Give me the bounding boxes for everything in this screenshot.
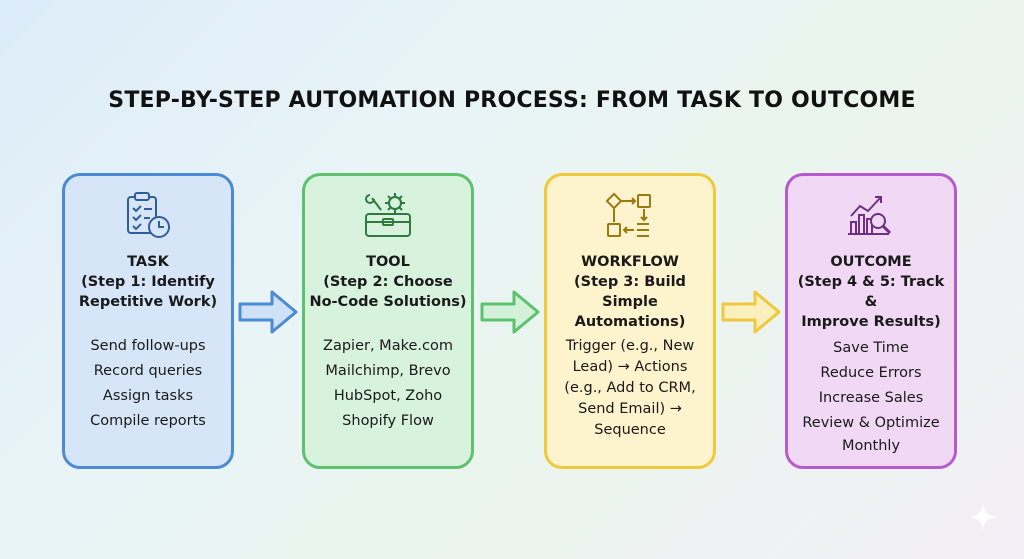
list-item: HubSpot, Zoho	[333, 388, 443, 404]
chart-magnifier-icon	[788, 190, 954, 242]
list-item: Shopify Flow	[342, 413, 434, 429]
step-heading: TASK (Step 1: Identify Repetitive Work)	[69, 252, 227, 312]
list-item: Save Time	[833, 340, 909, 356]
toolbox-gears-icon	[305, 190, 471, 242]
step-card-outcome: OUTCOME (Step 4 & 5: Track & Improve Res…	[785, 173, 957, 469]
step-heading: TOOL (Step 2: Choose No-Code Solutions)	[309, 252, 467, 312]
list-item: Record queries	[93, 363, 203, 379]
list-item: Lead) → Actions	[572, 359, 688, 375]
list-item: Mailchimp, Brevo	[325, 363, 451, 379]
workflow-diagram-icon	[547, 190, 713, 242]
arrow-right-icon	[238, 290, 298, 334]
step-item-list: Zapier, Make.com Mailchimp, Brevo HubSpo…	[309, 334, 467, 434]
list-item: Send follow-ups	[90, 338, 206, 354]
step-name: TASK	[127, 254, 169, 270]
page-title: STEP-BY-STEP AUTOMATION PROCESS: FROM TA…	[108, 88, 916, 113]
list-item: (e.g., Add to CRM,	[564, 380, 696, 396]
step-card-workflow: WORKFLOW (Step 3: Build Simple Automatio…	[544, 173, 716, 469]
step-item-list: Send follow-ups Record queries Assign ta…	[69, 334, 227, 434]
arrow-right-icon	[721, 290, 781, 334]
list-item: Trigger (e.g., New	[565, 338, 695, 354]
list-item: Send Email) →	[578, 401, 682, 417]
list-item: Monthly	[841, 438, 901, 454]
list-item: Compile reports	[90, 413, 206, 429]
step-heading: WORKFLOW (Step 3: Build Simple Automatio…	[551, 252, 709, 332]
list-item: Increase Sales	[818, 390, 924, 406]
step-subtitle: Repetitive Work)	[78, 294, 218, 310]
step-item-list: Save Time Reduce Errors Increase Sales R…	[792, 336, 950, 457]
step-subtitle: (Step 2: Choose	[323, 274, 453, 290]
list-item: Zapier, Make.com	[323, 338, 453, 354]
step-name: TOOL	[366, 254, 410, 270]
step-subtitle: (Step 1: Identify	[81, 274, 215, 290]
list-item: Assign tasks	[102, 388, 194, 404]
step-item-list: Trigger (e.g., New Lead) → Actions (e.g.…	[551, 336, 709, 441]
step-subtitle: Improve Results)	[801, 314, 941, 330]
step-name: OUTCOME	[830, 254, 912, 270]
step-subtitle: Automations)	[574, 314, 686, 330]
step-subtitle: (Step 3: Build Simple	[574, 274, 686, 310]
sparkle-icon	[969, 503, 997, 531]
step-heading: OUTCOME (Step 4 & 5: Track & Improve Res…	[792, 252, 950, 332]
step-subtitle: (Step 4 & 5: Track &	[797, 274, 945, 310]
step-card-tool: TOOL (Step 2: Choose No-Code Solutions) …	[302, 173, 474, 469]
step-card-task: TASK (Step 1: Identify Repetitive Work) …	[62, 173, 234, 469]
list-item: Sequence	[594, 422, 666, 438]
list-item: Reduce Errors	[820, 365, 922, 381]
step-name: WORKFLOW	[581, 254, 679, 270]
clipboard-checklist-clock-icon	[65, 190, 231, 242]
list-item: Review & Optimize	[802, 415, 940, 431]
arrow-right-icon	[480, 290, 540, 334]
step-subtitle: No-Code Solutions)	[309, 294, 467, 310]
